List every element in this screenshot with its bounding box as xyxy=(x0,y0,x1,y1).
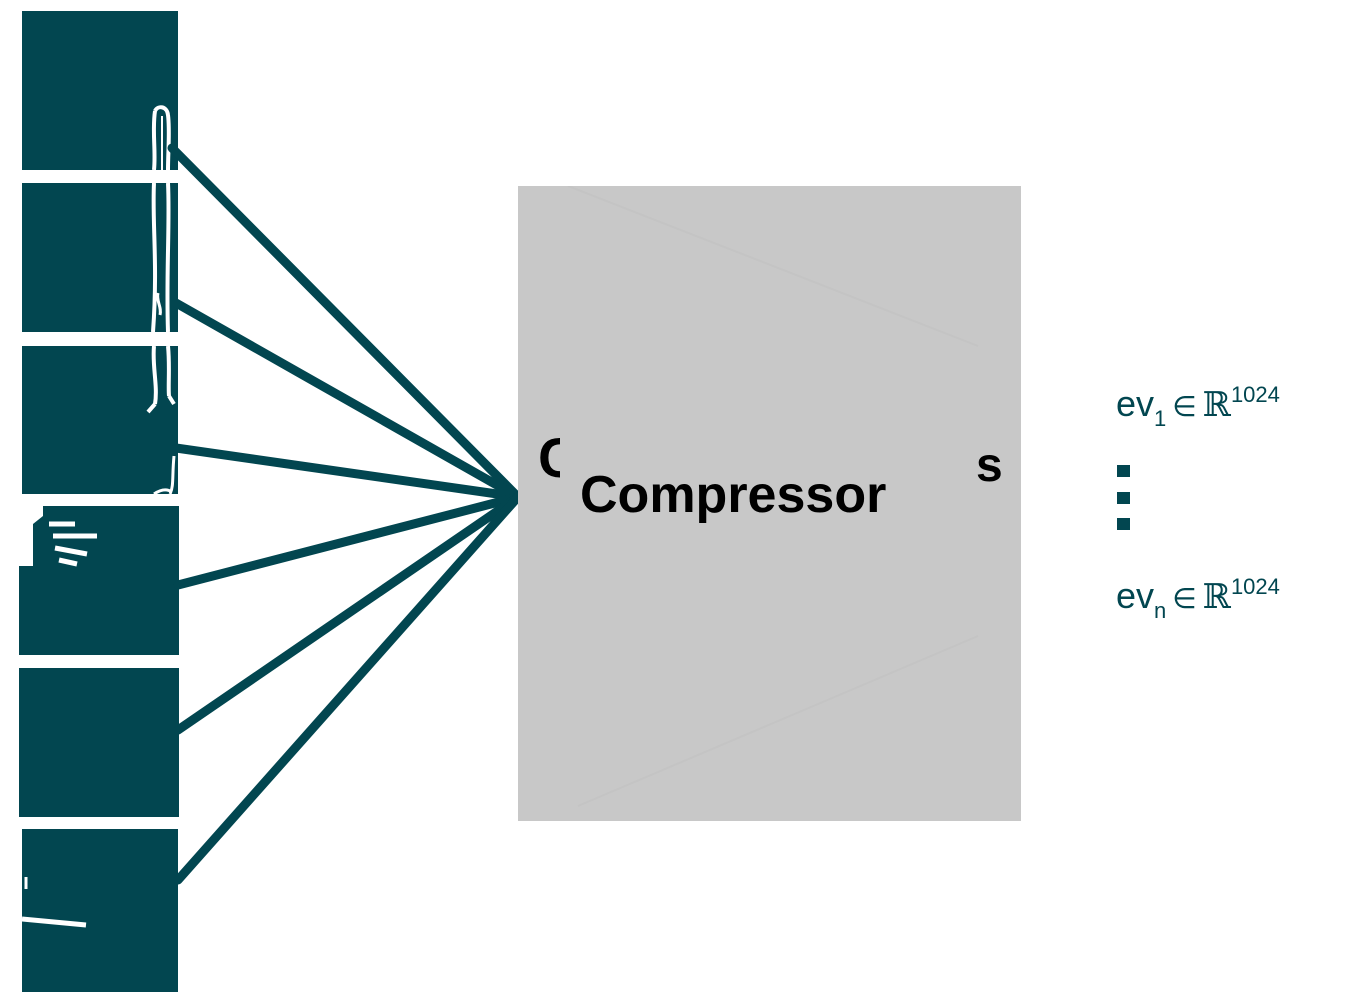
link-line-3 xyxy=(171,443,523,502)
patch-sketch-stroke xyxy=(151,183,171,332)
patch-sketch-stroke xyxy=(146,346,176,494)
input-patch-3 xyxy=(22,346,178,494)
patch-sketch-stroke xyxy=(151,105,171,170)
compressor-block: C s Compressor xyxy=(518,186,1021,821)
compressor-faint-lines xyxy=(567,186,979,807)
input-patch-6 xyxy=(22,829,178,992)
dimension-exponent: 1024 xyxy=(1230,574,1280,599)
output-vector-last: evn∈ℝ1024 xyxy=(1116,576,1280,622)
vector-subscript: n xyxy=(1154,598,1167,623)
compressor-label: Compressor xyxy=(580,466,887,524)
ellipsis-dot xyxy=(1117,492,1130,504)
output-vector-first: ev1∈ℝ1024 xyxy=(1116,384,1280,430)
ellipsis-dot xyxy=(1117,518,1130,530)
input-patch-5 xyxy=(19,668,179,817)
patch-sketch-stroke xyxy=(22,877,87,928)
input-patch-2 xyxy=(22,183,178,332)
ellipsis-dot xyxy=(1117,465,1130,477)
compressor-ghost-glyph-right: s xyxy=(976,442,1003,490)
link-line-5 xyxy=(173,492,523,735)
reals-symbol: ℝ xyxy=(1202,385,1231,425)
vertical-ellipsis xyxy=(1117,465,1131,531)
input-patch-4 xyxy=(19,506,179,655)
link-line-6 xyxy=(173,492,523,885)
input-patch-1 xyxy=(22,11,178,170)
link-line-4 xyxy=(173,492,523,590)
patch-sketch-stroke xyxy=(19,506,97,567)
compressor-ghost-glyph-left: C xyxy=(538,430,560,486)
vector-base: ev xyxy=(1116,383,1155,424)
vector-subscript: 1 xyxy=(1154,406,1167,431)
dimension-exponent: 1024 xyxy=(1230,382,1280,407)
link-line-1 xyxy=(167,143,523,502)
element-of-symbol: ∈ xyxy=(1172,390,1197,423)
reals-symbol: ℝ xyxy=(1202,577,1231,617)
vector-base: ev xyxy=(1116,575,1155,616)
element-of-symbol: ∈ xyxy=(1172,582,1197,615)
link-line-2 xyxy=(171,298,523,502)
